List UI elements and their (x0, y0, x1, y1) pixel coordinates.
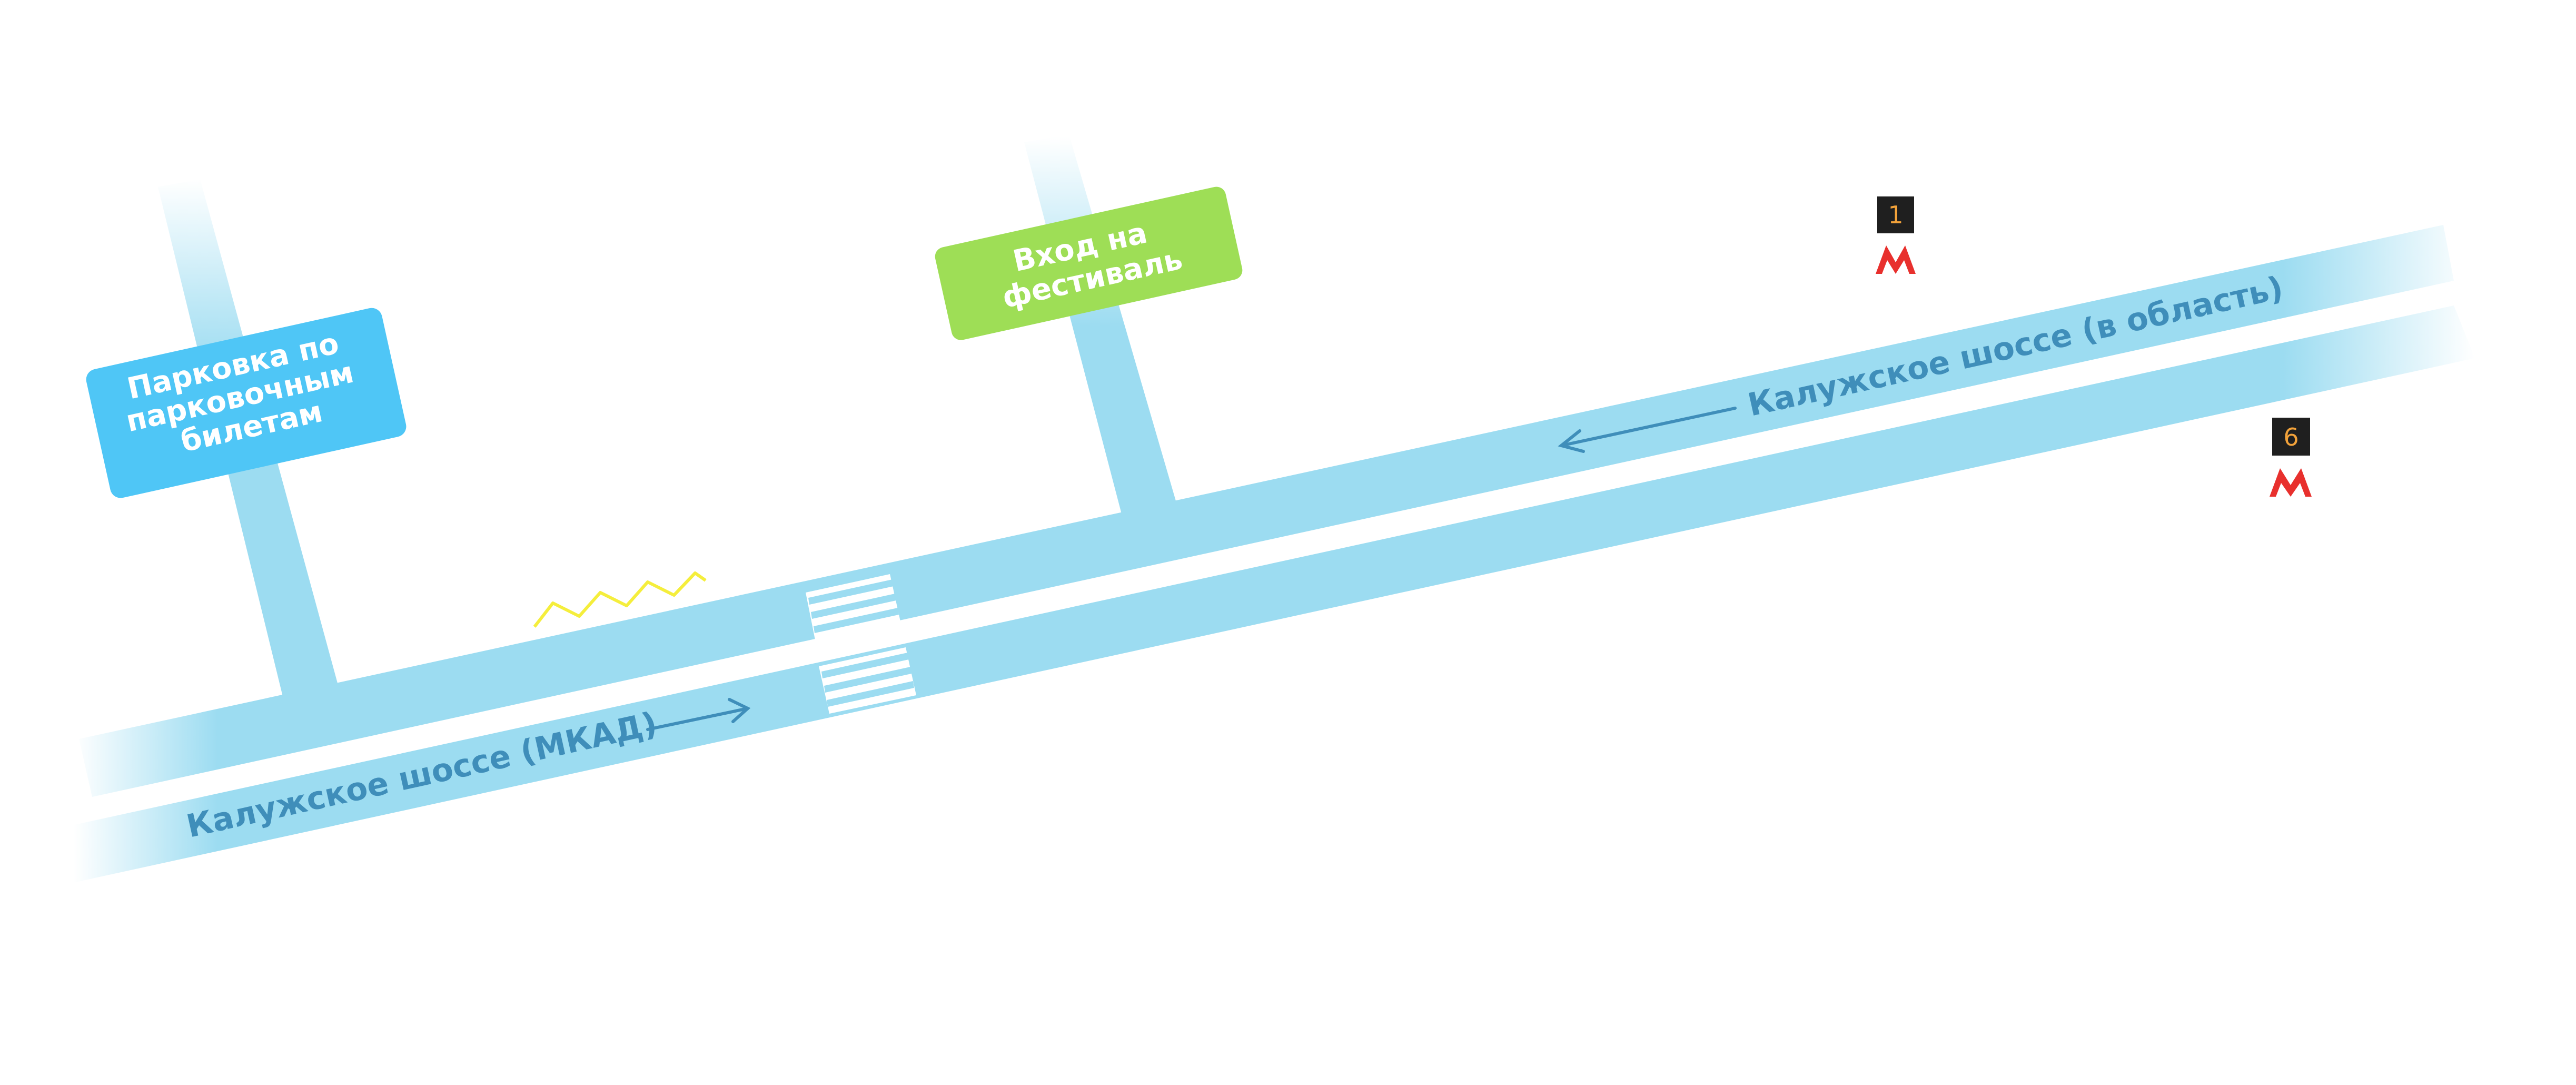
crosswalk-outbound (806, 574, 900, 640)
arrow-left-icon (1558, 407, 1737, 453)
exit-number-badge (2272, 418, 2310, 456)
metro-m-icon (1876, 245, 1916, 274)
metro-exit-1: 1 (1876, 196, 1916, 274)
metro-exit-6: 6 (2270, 418, 2312, 497)
road-mkad (53, 305, 2475, 885)
arrow-right-icon (646, 698, 751, 731)
road-outbound (79, 225, 2454, 797)
road-entrance-access (1024, 134, 1180, 524)
exit-number-badge (1877, 196, 1914, 233)
exit-6-number: 6 (2283, 423, 2298, 451)
entrance-sign: Вход на фестиваль (935, 186, 1243, 340)
zigzag-decoration (533, 571, 707, 628)
exit-1-number: 1 (1888, 201, 1903, 229)
parking-sign: Парковка по парковочным билетам (86, 308, 407, 498)
metro-m-icon (2270, 468, 2312, 497)
crosswalk-mkad (819, 647, 916, 714)
